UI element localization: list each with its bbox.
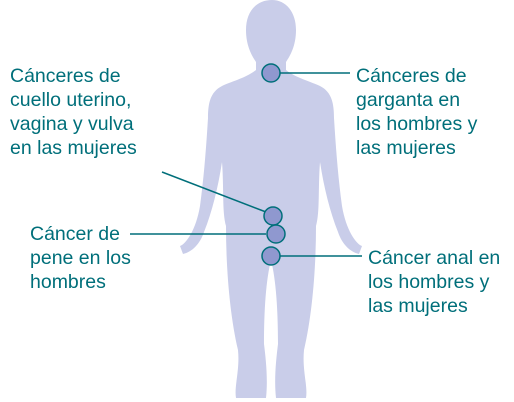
penile-marker [266,224,286,244]
cervical-marker [263,206,283,226]
cervical-leader-line [161,171,267,213]
cervical-label: Cánceres de cuello uterino, vagina y vul… [10,65,137,159]
human-silhouette [180,0,362,398]
penile-label: Cáncer de pene en los hombres [30,223,131,293]
throat-label: Cánceres de garganta en los hombres y la… [356,65,478,159]
anal-label: Cáncer anal en los hombres y las mujeres [368,247,501,317]
throat-marker [261,63,281,83]
anal-marker [261,246,281,266]
